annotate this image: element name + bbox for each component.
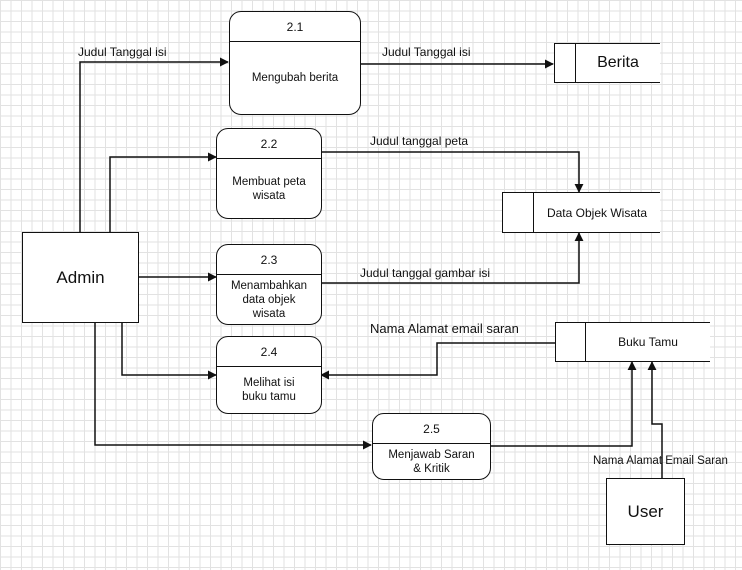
flow-label-user-to-buku-tamu: Nama Alamat Email Saran xyxy=(593,455,728,467)
process-2-3: 2.3 Menambahkan data objek wisata xyxy=(216,244,322,325)
entity-user: User xyxy=(606,478,685,545)
process-2-2-id: 2.2 xyxy=(217,129,321,159)
process-2-2: 2.2 Membuat peta wisata xyxy=(216,128,322,219)
arrow-2-5-to-buku-tamu xyxy=(490,361,637,447)
entity-admin-label: Admin xyxy=(56,267,105,287)
process-2-3-id: 2.3 xyxy=(217,245,321,275)
flow-label-2-1-to-berita: Judul Tanggal isi xyxy=(382,45,471,59)
store-data-objek-wisata: Data Objek Wisata xyxy=(502,192,660,233)
arrow-admin-to-2-2 xyxy=(109,152,217,232)
process-2-4-id: 2.4 xyxy=(217,337,321,367)
flow-label-2-2-to-objek-wisata: Judul tanggal peta xyxy=(370,134,469,148)
entity-user-label: User xyxy=(627,501,664,521)
process-2-1-name: Mengubah berita xyxy=(251,72,339,84)
process-2-5-id: 2.5 xyxy=(373,414,490,444)
process-2-2-name: Membuat peta wisata xyxy=(232,175,306,202)
store-objek-wisata-id-cell xyxy=(503,193,534,232)
flow-label-buku-tamu-to-2-4: Nama Alamat email saran xyxy=(370,321,519,336)
arrow-2-2-to-objek-wisata xyxy=(321,151,584,193)
process-2-1-id: 2.1 xyxy=(230,12,360,42)
flow-label-2-3-to-objek-wisata: Judul tanggal gambar isi xyxy=(360,266,491,280)
store-objek-wisata-label: Data Objek Wisata xyxy=(546,205,648,220)
process-2-4: 2.4 Melihat isi buku tamu xyxy=(216,336,322,414)
arrow-buku-tamu-to-2-4 xyxy=(320,342,555,380)
process-2-1: 2.1 Mengubah berita xyxy=(229,11,361,115)
arrow-2-3-to-objek-wisata xyxy=(321,232,584,284)
store-buku-tamu-id-cell xyxy=(556,323,586,361)
store-berita-label: Berita xyxy=(597,54,639,71)
store-berita: Berita xyxy=(554,43,660,83)
store-buku-tamu-label: Buku Tamu xyxy=(618,335,678,349)
process-2-5: 2.5 Menjawab Saran & Kritik xyxy=(372,413,491,480)
process-2-4-name: Melihat isi buku tamu xyxy=(242,377,296,403)
store-buku-tamu: Buku Tamu xyxy=(555,322,710,362)
arrow-admin-to-2-1 xyxy=(79,57,229,232)
arrow-admin-to-2-5 xyxy=(94,323,372,450)
arrow-user-to-buku-tamu xyxy=(647,361,663,478)
process-2-3-name: Menambahkan data objek wisata xyxy=(230,279,308,320)
entity-admin: Admin xyxy=(22,232,139,323)
store-berita-id-cell xyxy=(555,44,576,82)
flow-label-admin-to-2-1: Judul Tanggal isi xyxy=(78,45,167,59)
arrow-admin-to-2-4 xyxy=(121,323,217,380)
process-2-5-name: Menjawab Saran & Kritik xyxy=(388,448,475,475)
